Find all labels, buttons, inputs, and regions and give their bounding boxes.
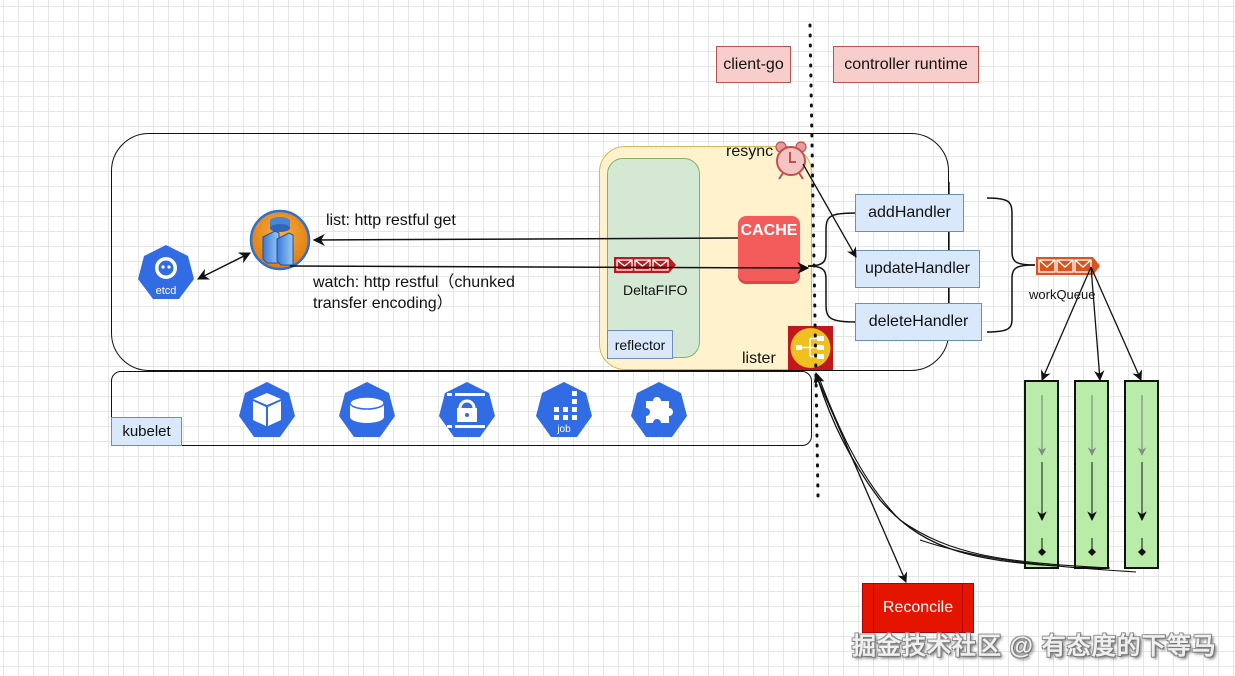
lister-label: lister	[742, 350, 776, 367]
queue-worker1-arrow	[1040, 266, 1092, 381]
alarm-clock-icon	[772, 140, 810, 185]
worker-3	[1124, 380, 1159, 569]
resync-label: resync	[726, 143, 774, 160]
update-handler-box: updateHandler	[855, 250, 980, 288]
client-go-label: client-go	[716, 46, 791, 83]
watermark-text: 掘金技术社区 @ 有态度的下等马	[852, 633, 1217, 660]
brace-to-queue-bottom	[986, 264, 1036, 333]
volume-icon	[337, 381, 397, 439]
work-queue-icon	[1035, 256, 1101, 281]
controller-runtime-label: controller runtime	[833, 46, 979, 83]
secret-icon	[437, 381, 497, 439]
delta-fifo-queue-icon	[613, 256, 677, 279]
delete-handler-box: deleteHandler	[855, 303, 982, 341]
worker2-lister-curve	[817, 374, 1111, 569]
reconcile-divider-right	[962, 584, 963, 632]
reconcile-label: Reconcile	[882, 599, 954, 616]
queue-worker3-arrow	[1090, 266, 1142, 381]
job-text: job	[556, 424, 571, 435]
add-handler-box: addHandler	[855, 194, 964, 232]
reconcile-box: Reconcile	[862, 583, 974, 633]
delta-fifo-label: DeltaFIFO	[623, 282, 688, 298]
etcd-text: etcd	[156, 285, 177, 297]
job-icon: job	[534, 381, 594, 439]
watch-arrow-label-line2: transfer encoding）	[313, 295, 453, 312]
crd-icon	[629, 381, 689, 439]
work-queue-label: workQueue	[1029, 287, 1096, 302]
brace-to-queue-top	[986, 197, 1036, 266]
queue-worker2-arrow	[1090, 266, 1105, 382]
cache-box: CACHE	[738, 216, 800, 281]
kubelet-label: kubelet	[111, 417, 182, 446]
cache-label: CACHE	[740, 222, 798, 239]
lister-reconcile-arrow	[814, 374, 908, 583]
watch-arrow-label-line1: watch: http restful（chunked	[313, 274, 515, 291]
reflector-label: reflector	[607, 330, 673, 359]
list-arrow-label: list: http restful get	[326, 212, 456, 229]
worker-2	[1074, 380, 1109, 569]
reconcile-divider-left	[873, 584, 874, 632]
etcd-icon: etcd	[136, 243, 196, 303]
worker1-lister-curve	[813, 372, 1059, 567]
worker-1	[1024, 380, 1059, 569]
pod-icon	[237, 381, 297, 439]
lister-icon	[788, 326, 833, 370]
api-server-icon	[249, 209, 311, 276]
